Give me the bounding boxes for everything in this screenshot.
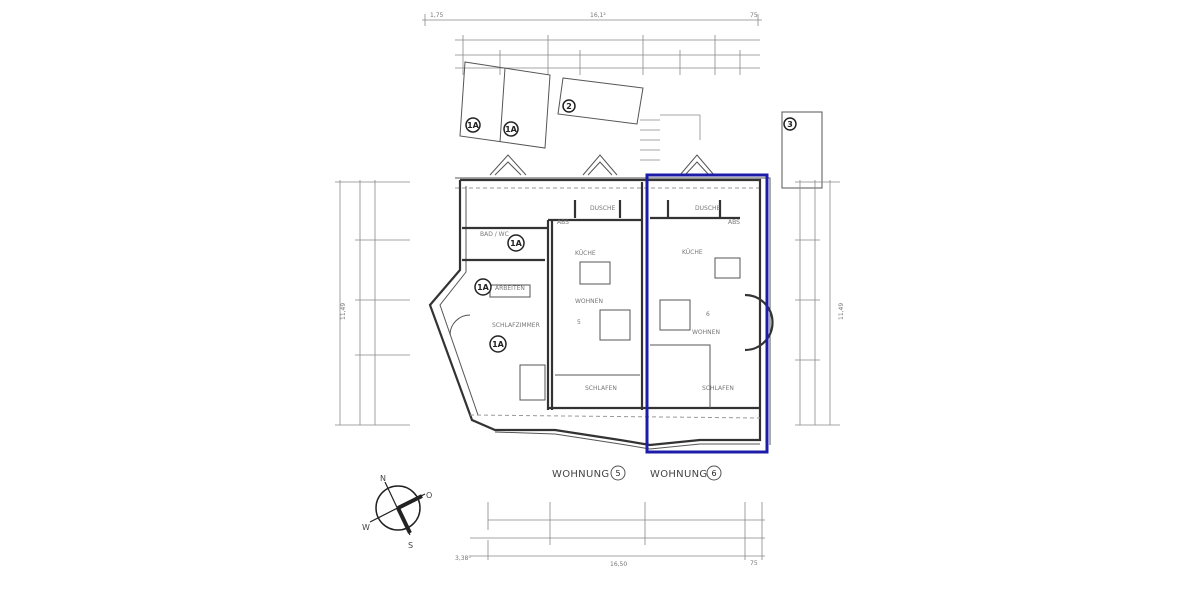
parking-3 xyxy=(781,111,823,189)
caption-wohnung-6: WOHNUNG xyxy=(650,469,707,480)
compass-n: N xyxy=(380,474,386,483)
room-wohnen-6: WOHNEN xyxy=(692,329,720,336)
marker-3: 3 xyxy=(787,120,793,129)
room-schlafzimmer: SCHLAFZIMMER xyxy=(492,322,540,329)
caption-wohnung-5-number: 5 xyxy=(615,469,620,478)
side-dimension-lines xyxy=(335,180,840,426)
room-dusche-5: DUSCHE xyxy=(590,205,616,212)
parking-1a xyxy=(459,61,551,149)
dormers xyxy=(489,154,715,176)
dim-bottom-right: 75 xyxy=(750,560,758,567)
marker-1a: 1A xyxy=(505,125,518,134)
building-walls xyxy=(428,177,774,450)
parking-spaces: 1A 1A 2 3 xyxy=(459,61,823,189)
apartment-captions: WOHNUNG 5 WOHNUNG 6 xyxy=(552,465,722,481)
room-dusche-6: DUSCHE xyxy=(695,205,721,212)
room-labels: BAD / WC ARBEITEN SCHLAFZIMMER ABS DUSCH… xyxy=(474,205,740,392)
caption-wohnung-6-number: 6 xyxy=(711,469,716,478)
room-arbeiten: ARBEITEN xyxy=(495,285,525,292)
dim-bottom-total: 16,50 xyxy=(610,561,627,568)
caption-wohnung-5: WOHNUNG xyxy=(552,469,609,480)
room-kueche-5: KÜCHE xyxy=(575,250,596,257)
compass-s: S xyxy=(408,541,413,550)
room-bad: BAD / WC xyxy=(480,231,509,238)
room-kueche-6: KÜCHE xyxy=(682,249,703,256)
marker-1a: 1A xyxy=(510,239,523,248)
marker-1a: 1A xyxy=(492,340,505,349)
compass-o: O xyxy=(426,491,432,500)
room-wohnen-5: WOHNEN xyxy=(575,298,603,305)
marker-6: 6 xyxy=(706,311,710,318)
dim-left-total: 11,49 xyxy=(340,303,347,320)
room-abs: ABS xyxy=(557,219,569,226)
bay-window xyxy=(744,293,774,352)
room-schlafen-6: SCHLAFEN xyxy=(702,385,734,392)
compass-icon: N O S W xyxy=(362,474,432,550)
room-abs: ABS xyxy=(728,219,740,226)
dim-right-total: 11,49 xyxy=(838,303,845,320)
top-dimension-lines: 1,75 16,1² 75 xyxy=(422,12,762,75)
dim-top-right: 75 xyxy=(750,12,758,19)
dim-top-left: 1,75 xyxy=(430,12,444,19)
spiral-stair xyxy=(449,314,471,336)
highlight-wohnung-6 xyxy=(645,173,769,454)
marker-2: 2 xyxy=(566,102,572,111)
marker-5: 5 xyxy=(577,319,581,326)
marker-1a: 1A xyxy=(467,121,480,130)
marker-1a: 1A xyxy=(477,283,490,292)
bottom-dimension-lines xyxy=(470,502,765,560)
room-schlafen-5: SCHLAFEN xyxy=(585,385,617,392)
dim-bottom-left: 3,38⁵ xyxy=(455,555,471,562)
compass-w: W xyxy=(362,523,370,532)
dim-top-total: 16,1² xyxy=(590,12,606,19)
parking-2 xyxy=(557,77,644,125)
